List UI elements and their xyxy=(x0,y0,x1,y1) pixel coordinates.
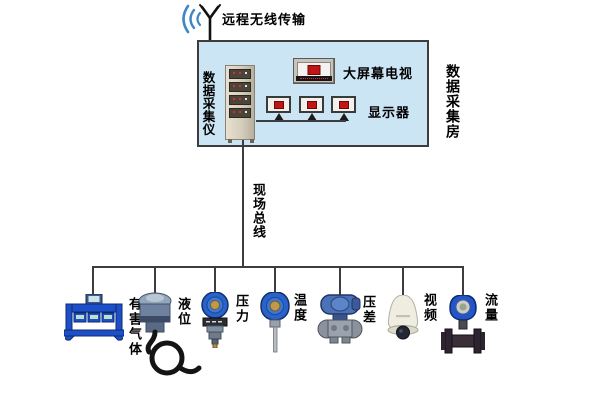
video-label: 视频 xyxy=(421,293,436,323)
video-camera-icon xyxy=(387,295,419,340)
temperature-sensor-icon xyxy=(260,292,290,353)
harmful-gas-label: 有害气体 xyxy=(126,297,141,357)
tv-screen xyxy=(297,62,331,77)
diff-pressure-label: 压差 xyxy=(360,295,375,325)
field-bus-label: 现场总线 xyxy=(250,183,265,239)
daq-instrument-label: 数据采集仪 xyxy=(200,71,216,136)
cabinet-module xyxy=(229,69,251,79)
monitor-stand xyxy=(273,113,284,121)
drop-line xyxy=(154,267,156,296)
wireless-transmission-label: 远程无线传输 xyxy=(222,13,307,28)
drop-line xyxy=(214,267,216,296)
drop-line xyxy=(92,267,94,296)
monitor-icon xyxy=(266,96,291,121)
monitor-icon xyxy=(299,96,324,121)
harmful-gas-detector-icon xyxy=(64,294,124,341)
pressure-label: 压力 xyxy=(233,294,248,324)
cabinet-feet xyxy=(228,139,232,143)
cabinet-module xyxy=(229,95,251,105)
monitor-icon xyxy=(331,96,356,121)
cabinet-monitor-link xyxy=(256,120,346,122)
cabinet-module xyxy=(229,82,251,92)
drop-line xyxy=(462,267,464,297)
monitor-stand xyxy=(338,113,349,121)
diff-pressure-transmitter-icon xyxy=(317,294,363,344)
temperature-label: 温度 xyxy=(291,293,306,323)
bus-stem-line xyxy=(242,140,244,268)
flow-label: 流量 xyxy=(482,293,497,323)
monitor-logo xyxy=(338,100,349,109)
drop-line xyxy=(402,267,404,297)
monitor-label: 显示器 xyxy=(368,106,411,121)
cabinet-module xyxy=(229,108,251,118)
bus-horizontal-line xyxy=(92,266,464,268)
drop-line xyxy=(274,267,276,296)
liquid-level-label: 液位 xyxy=(175,297,190,327)
monitor-logo xyxy=(273,100,284,109)
daq-cabinet-icon xyxy=(225,65,255,143)
monitor-logo xyxy=(306,100,317,109)
daq-room-label: 数据采集房 xyxy=(444,64,460,139)
flow-meter-icon xyxy=(441,295,485,354)
tv-logo xyxy=(307,64,321,75)
liquid-level-sensor-icon xyxy=(138,292,202,376)
monitor-stand xyxy=(306,113,317,121)
pressure-transmitter-icon xyxy=(201,292,229,348)
big-screen-tv-label: 大屏幕电视 xyxy=(343,67,414,82)
drop-line xyxy=(339,267,341,296)
big-screen-tv-icon xyxy=(293,58,335,84)
antenna-icon xyxy=(182,4,221,41)
tv-caption-bar xyxy=(296,76,332,81)
